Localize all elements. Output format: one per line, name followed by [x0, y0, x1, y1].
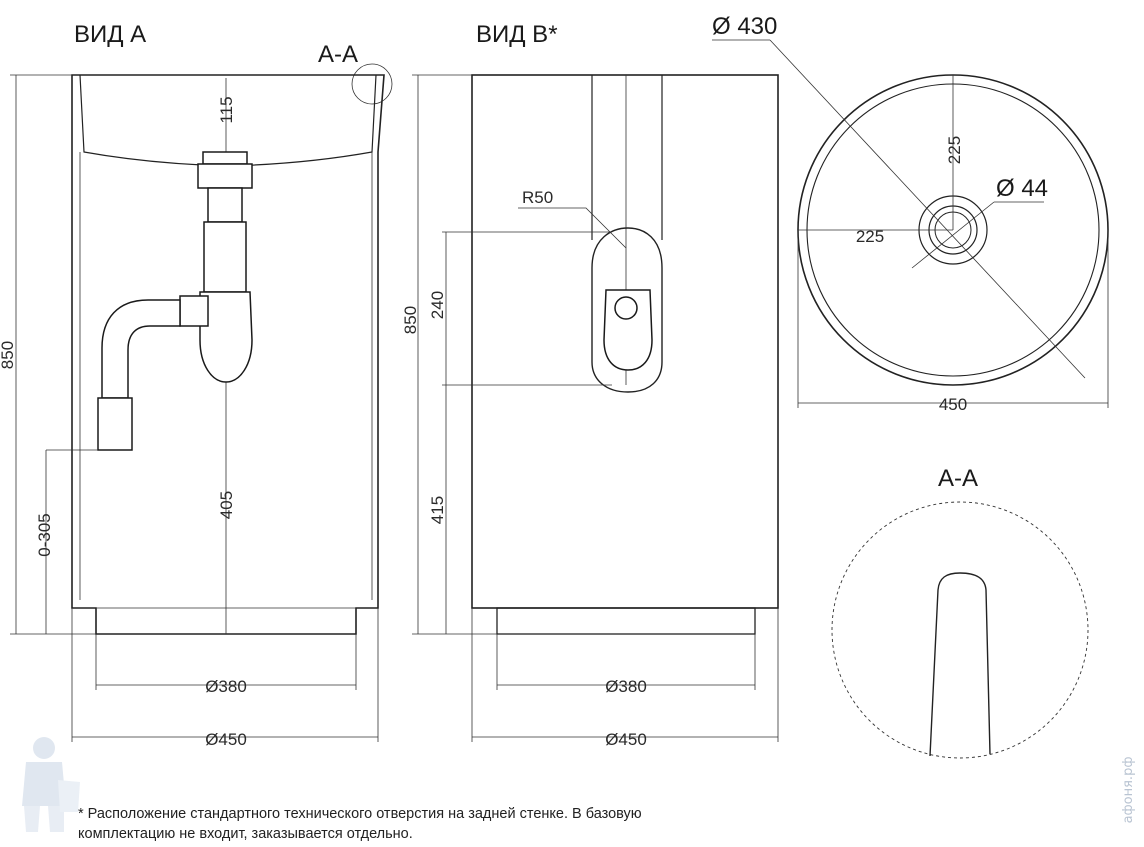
- dim-225-horizontal: 225: [856, 227, 884, 246]
- plumber-mascot-logo: [22, 737, 80, 832]
- dim-450-top: 450: [939, 395, 967, 414]
- dim-225-vertical: 225: [945, 136, 964, 164]
- r50-leader: [518, 207, 627, 249]
- view-a-title: ВИД А: [74, 21, 146, 48]
- outlet-pipe: [101, 299, 181, 399]
- dim-240: 240: [428, 291, 447, 319]
- footnote: * Расположение стандартного технического…: [78, 806, 642, 842]
- dim-380-b: Ø380: [605, 677, 647, 696]
- view-b-outlet-hole: [614, 296, 638, 320]
- section-view: А-А: [831, 465, 1089, 759]
- drain-nut: [197, 163, 253, 189]
- dim-850-b: 850: [401, 306, 420, 334]
- dim-115: 115: [217, 96, 236, 123]
- siphon-tube-upper: [207, 187, 243, 223]
- dim-415: 415: [428, 496, 447, 524]
- dim-850-a: 850: [0, 341, 17, 369]
- drain-cap: [202, 151, 248, 165]
- siphon-bottle: [199, 291, 253, 383]
- view-b-plinth: [496, 607, 756, 635]
- outlet-coupling: [97, 397, 133, 451]
- dim-line-430: [769, 39, 1086, 379]
- view-b: ВИД B* R50 850 240 415 Ø380: [401, 21, 779, 749]
- dim-0-305: 0-305: [35, 513, 54, 556]
- top-view: 225 225 Ø 430 Ø 44 450: [712, 13, 1109, 414]
- view-a: ВИД А А-А 850 115 405: [0, 21, 393, 749]
- view-a-body-outline: [71, 74, 385, 635]
- section-view-title: А-А: [938, 465, 978, 492]
- technical-opening: [591, 227, 663, 393]
- view-b-title: ВИД B*: [476, 21, 558, 48]
- siphon-side-nut: [179, 295, 209, 327]
- dim-380-a: Ø380: [205, 677, 247, 696]
- dim-r50: R50: [522, 188, 553, 207]
- dim-405: 405: [217, 491, 236, 519]
- siphon-tube: [203, 221, 247, 293]
- dim-450-a: Ø450: [205, 730, 247, 749]
- watermark-text: афоня.рф: [1121, 757, 1136, 824]
- section-mark-label: А-А: [318, 41, 358, 68]
- dim-44: Ø 44: [996, 175, 1048, 202]
- dim-450-b: Ø450: [605, 730, 647, 749]
- dim-430: Ø 430: [712, 13, 777, 40]
- dim-line-44: [911, 201, 995, 269]
- section-wall-profile: [929, 572, 991, 757]
- siphon: [97, 151, 253, 451]
- section-detail-circle: [831, 501, 1089, 759]
- section-mark-circle: [351, 63, 393, 105]
